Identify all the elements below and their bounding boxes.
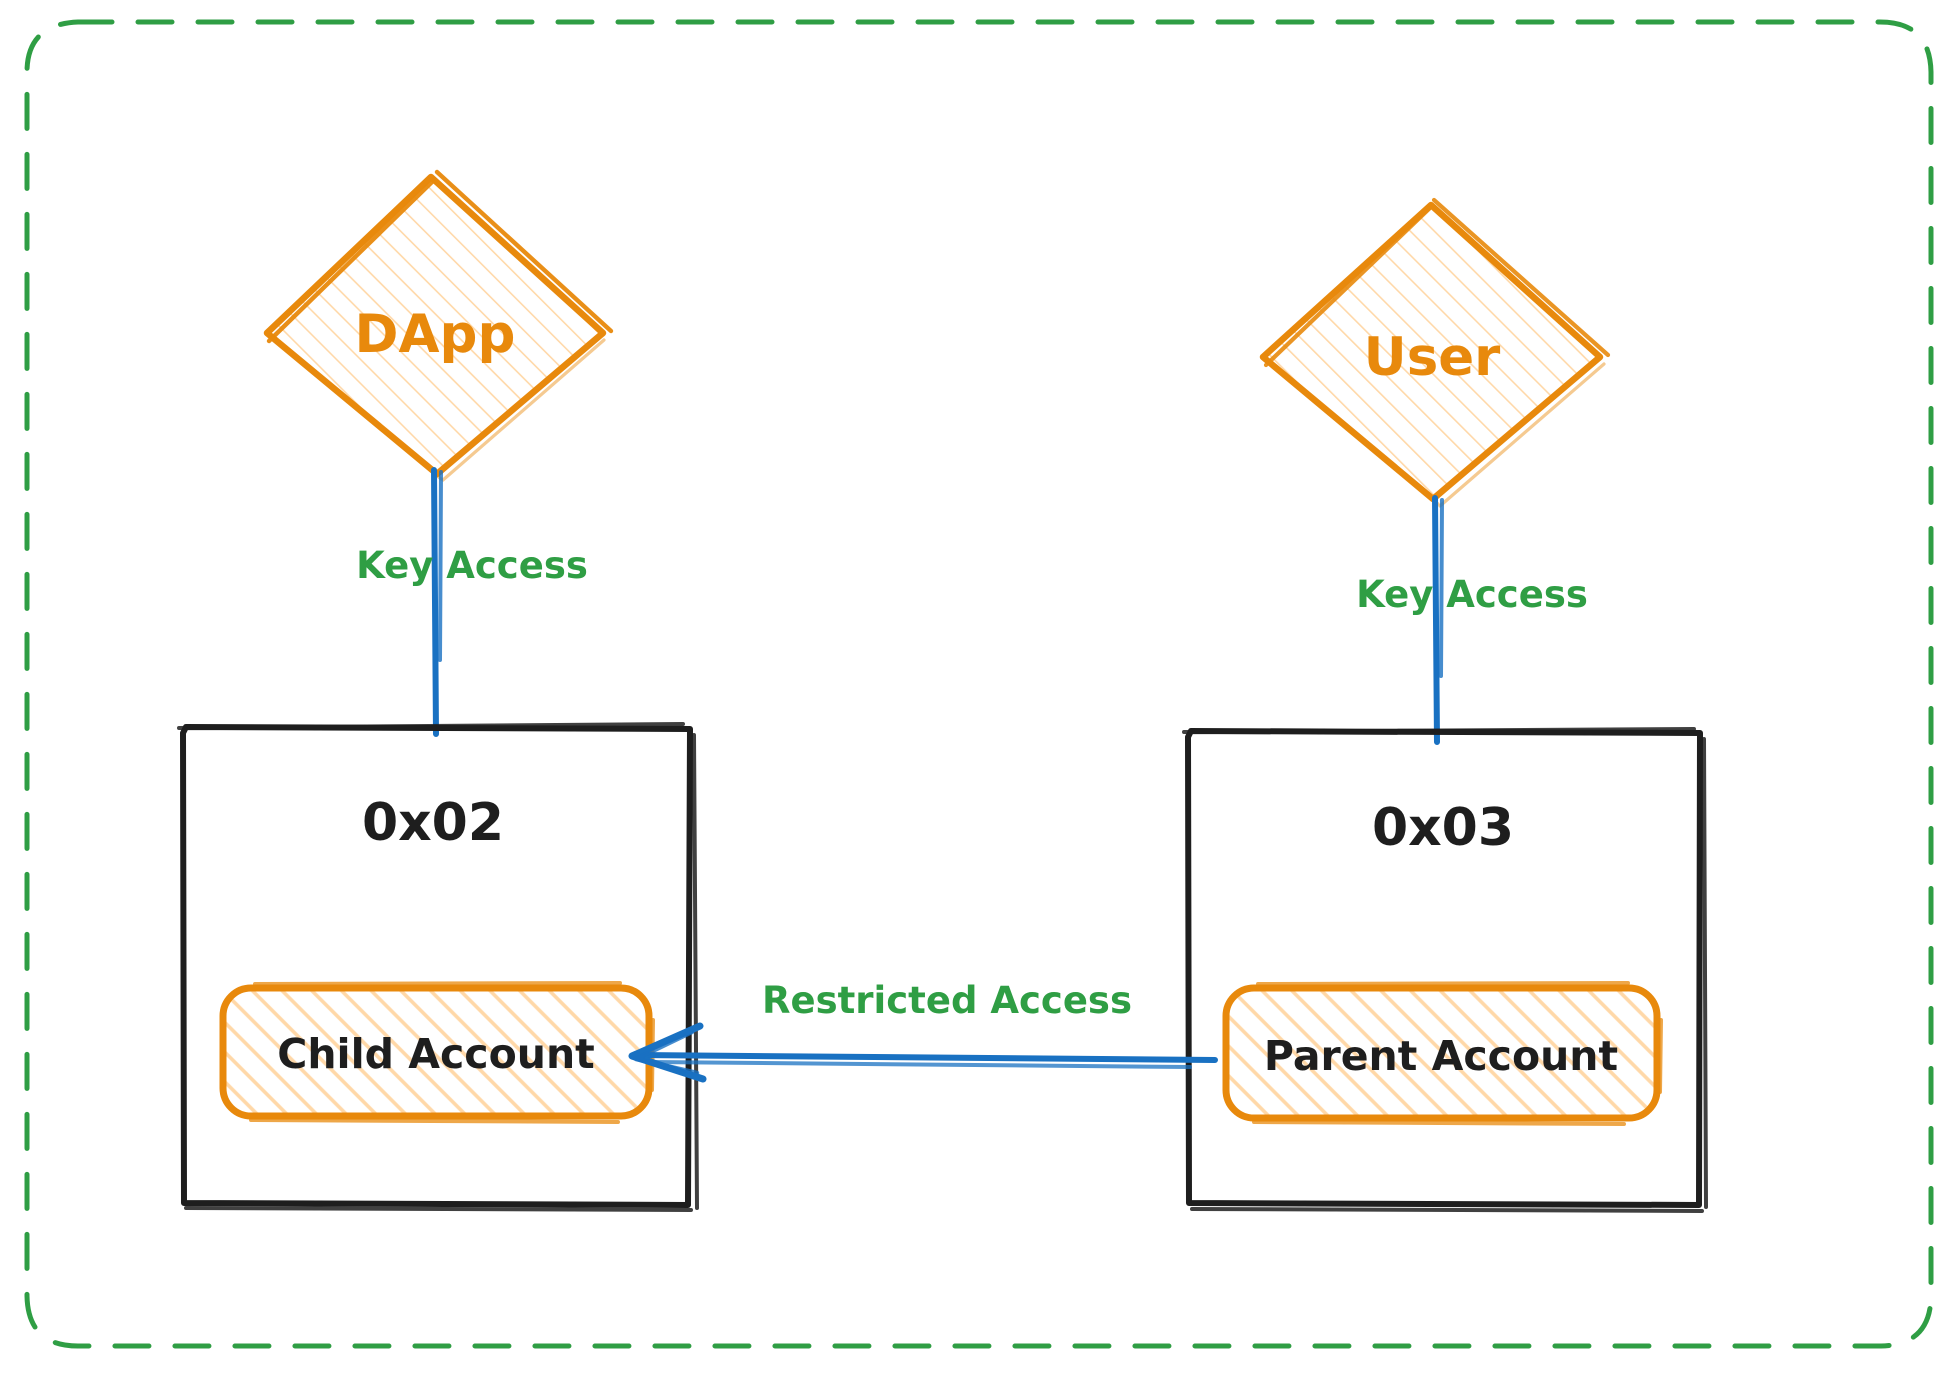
user-outline-sketch — [1263, 197, 1611, 368]
user-outline-sketch2 — [1268, 360, 1606, 508]
node-account-right[interactable]: 0x03 — [1182, 727, 1708, 1213]
key-access-left-line — [431, 467, 439, 737]
parent-account-outline — [1222, 984, 1661, 1122]
account-right-label: 0x03 — [1372, 798, 1514, 858]
account-left-outline-sketch — [177, 722, 699, 1212]
node-child-account[interactable]: Child Account — [219, 981, 655, 1124]
key-access-left-line-sketch — [438, 470, 443, 662]
edge-parent-to-child[interactable]: Restricted Access — [628, 979, 1218, 1083]
node-account-left[interactable]: 0x02 — [177, 722, 699, 1212]
key-access-right-line-sketch — [1439, 498, 1444, 678]
node-user[interactable]: User — [1259, 197, 1611, 508]
frame-border — [24, 19, 1934, 1349]
dapp-outline-sketch2 — [271, 335, 606, 482]
restricted-access-line-sketch — [646, 1060, 1192, 1069]
restricted-access-label: Restricted Access — [762, 979, 1132, 1022]
node-dapp[interactable]: DApp — [263, 169, 614, 482]
parent-account-fill — [1226, 988, 1657, 1118]
account-left-label: 0x02 — [362, 793, 504, 853]
restricted-access-line — [635, 1052, 1218, 1063]
dapp-label: DApp — [355, 304, 516, 365]
child-account-label: Child Account — [277, 1030, 595, 1078]
restricted-access-arrowhead-sketch — [633, 1029, 700, 1076]
node-parent-account[interactable]: Parent Account — [1222, 981, 1663, 1126]
edge-user-to-parent[interactable]: Key Access — [1356, 495, 1588, 745]
parent-account-label: Parent Account — [1264, 1032, 1618, 1080]
key-access-left-label: Key Access — [356, 544, 588, 587]
parent-account-outline-sketch — [1252, 981, 1663, 1126]
key-access-right-line — [1432, 495, 1440, 745]
restricted-access-arrowhead — [628, 1022, 707, 1083]
user-label: User — [1364, 327, 1501, 388]
key-access-right-label: Key Access — [1356, 573, 1588, 616]
account-right-outline-sketch — [1182, 727, 1708, 1213]
edge-dapp-to-child[interactable]: Key Access — [356, 467, 588, 737]
child-account-fill — [223, 988, 649, 1116]
dapp-outline-sketch — [266, 169, 614, 344]
